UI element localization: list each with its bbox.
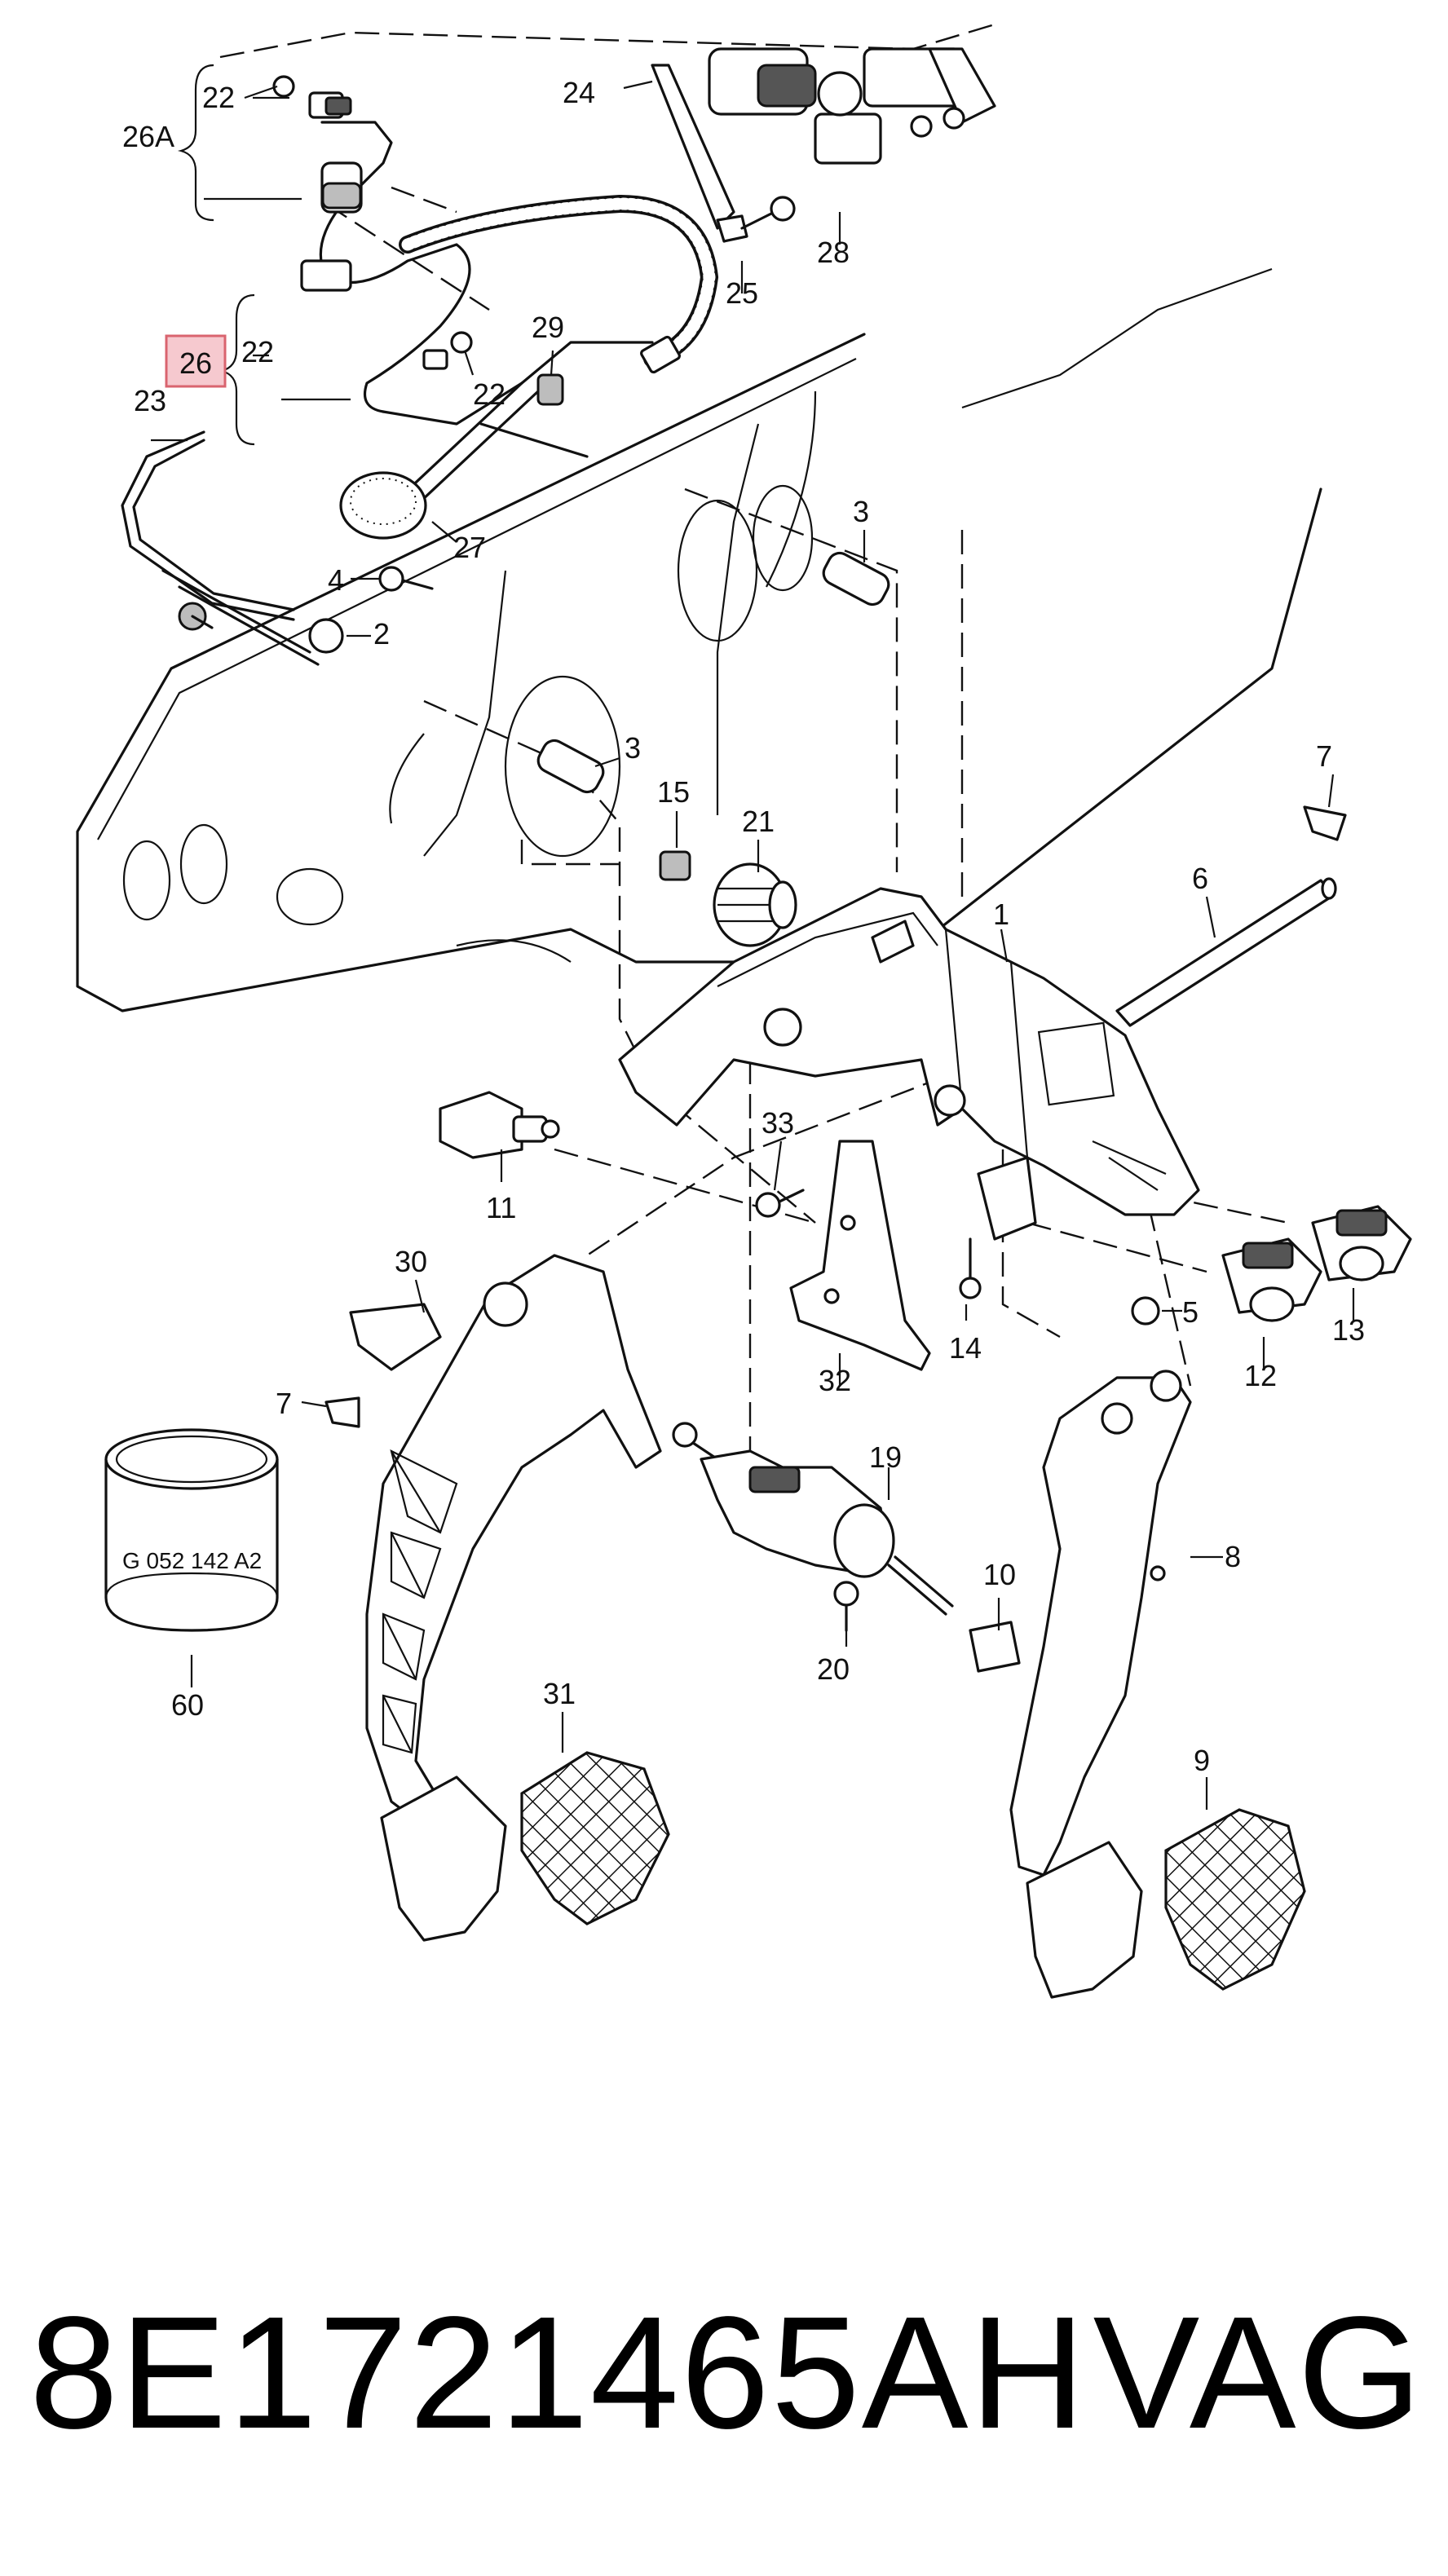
callout-3-a: 3 (853, 495, 869, 528)
callout-7-b: 7 (276, 1387, 292, 1420)
callout-1: 1 (993, 898, 1009, 931)
firewall-panel (76, 267, 1322, 1012)
callout-30: 30 (395, 1245, 427, 1278)
callout-7-a: 7 (1316, 739, 1332, 773)
callout-12: 12 (1244, 1359, 1277, 1392)
bolts-2-4 (178, 566, 434, 654)
parts-diagram: 22 26A 24 25 28 26 22 22 29 23 27 4 2 3 … (76, 23, 1412, 1999)
callout-2: 2 (373, 617, 390, 651)
pedal-pads (520, 1751, 1306, 1991)
highlight-box (165, 334, 227, 388)
sleeve-60 (104, 1428, 279, 1632)
callout-9: 9 (1194, 1744, 1210, 1777)
brand-label: VAG (1093, 2283, 1424, 2462)
switch-11 (439, 1091, 560, 1159)
callout-25: 25 (726, 276, 758, 310)
switches-12-13 (1221, 1205, 1412, 1322)
parts-15-21 (659, 850, 797, 947)
callout-23: 23 (134, 384, 166, 417)
callout-27: 27 (453, 531, 486, 564)
callout-21: 21 (742, 805, 775, 838)
callout-26a: 26A (122, 120, 174, 153)
clip-29 (536, 373, 564, 406)
nut-5 (1131, 1296, 1160, 1325)
callout-5: 5 (1182, 1295, 1199, 1329)
alignment-lines (219, 23, 1289, 1467)
callout-31: 31 (543, 1677, 576, 1710)
callout-19: 19 (869, 1440, 902, 1474)
callout-6: 6 (1192, 862, 1208, 895)
callout-28: 28 (817, 236, 850, 269)
callout-11: 11 (486, 1191, 516, 1224)
callout-24: 24 (563, 76, 595, 109)
sleeve-marking: G 052 142 A2 (122, 1548, 262, 1573)
pivot-shaft-6 (1115, 877, 1337, 1027)
sleeves-3 (536, 551, 890, 794)
bolt-14 (959, 1237, 982, 1299)
clips-7 (324, 805, 1347, 1428)
callout-4: 4 (328, 563, 344, 597)
hydraulic-line (121, 121, 719, 666)
callout-8: 8 (1225, 1540, 1241, 1573)
callout-14: 14 (949, 1331, 982, 1365)
callout-29: 29 (532, 311, 564, 344)
callout-10: 10 (983, 1558, 1016, 1591)
callout-32: 32 (819, 1364, 851, 1397)
master-cylinder-19 (672, 1422, 1021, 1673)
grommet-27 (339, 471, 427, 540)
callout-22-a: 22 (202, 81, 235, 114)
callout-22-c: 22 (473, 377, 505, 411)
callout-33: 33 (762, 1106, 794, 1140)
clutch-pedal-30 (349, 1254, 662, 1942)
callout-3-b: 3 (625, 731, 641, 765)
brake-pedal-8 (1009, 1370, 1192, 1999)
callout-20: 20 (817, 1652, 850, 1686)
callout-labels: 22 26A 24 25 28 26 22 22 29 23 27 4 2 3 … (122, 76, 1365, 1777)
callout-22-b: 22 (241, 335, 274, 368)
bracket-32 (755, 1140, 931, 1371)
part-number-footer: 8E1721465AH VAG (29, 2283, 1432, 2462)
clutch-slave-assembly (651, 47, 996, 243)
part-number: 8E1721465AH (29, 2283, 1088, 2462)
pedal-bracket-1 (618, 887, 1200, 1241)
callout-26: 26 (179, 346, 212, 380)
callout-15: 15 (657, 775, 690, 809)
leader-lines (151, 80, 1355, 1810)
callout-60: 60 (171, 1688, 204, 1722)
fittings (272, 75, 473, 370)
callout-13: 13 (1332, 1313, 1365, 1347)
